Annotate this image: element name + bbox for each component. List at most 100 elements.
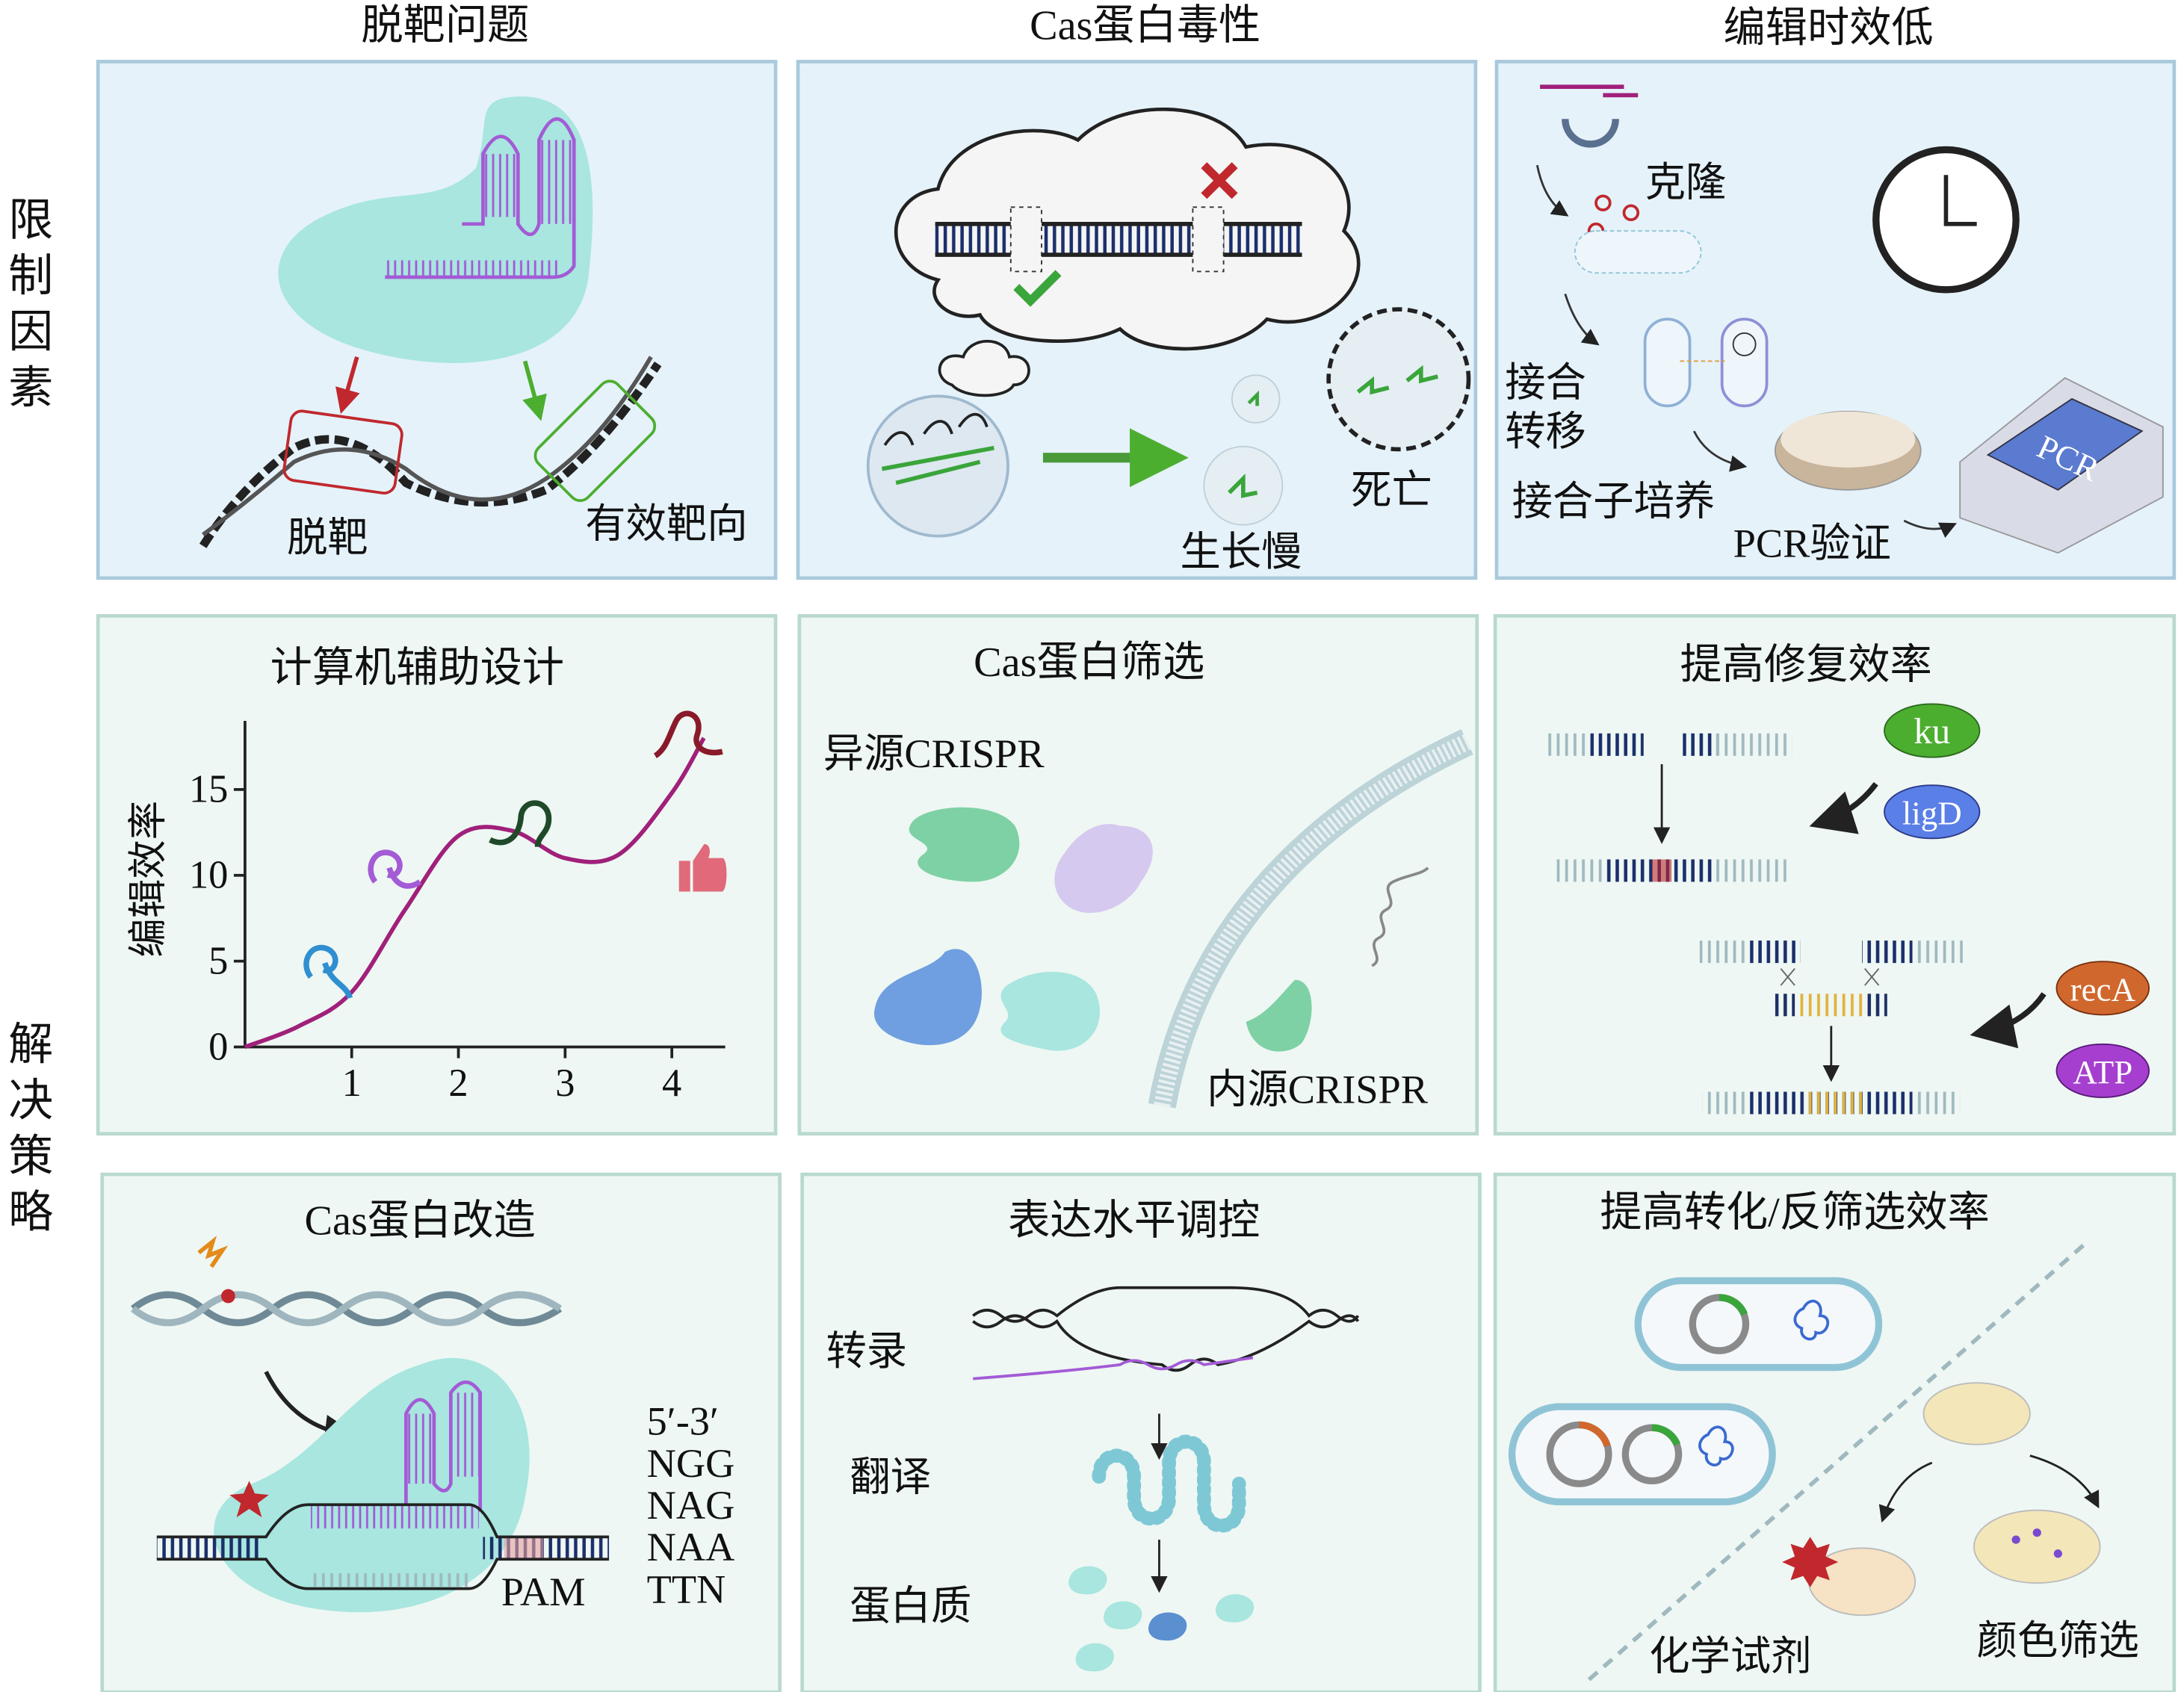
red-arrow-icon [335, 356, 360, 415]
pam-sequence: NAA [647, 1525, 735, 1569]
plasmid-icon [1562, 119, 1619, 148]
pam-sequence: NGG [647, 1441, 735, 1486]
off-target-box [282, 409, 403, 495]
death-label: 死亡 [1351, 468, 1432, 513]
atp-icon [2055, 1043, 2150, 1098]
row-label-limits: 限 制 因 素 [8, 194, 53, 415]
pam-sequence: NAG [647, 1483, 735, 1528]
chemical-reagent-label: 化学试剂 [1649, 1634, 1811, 1679]
panel-title: Cas蛋白改造 [305, 1198, 536, 1245]
panel-expression-regulation: 表达水平调控 转录 翻译 蛋白质 [800, 1172, 1482, 1692]
panel-repair-efficiency: 提高修复效率 ku ligD recA ATP [1493, 614, 2177, 1136]
y-tick-label: 15 [189, 768, 228, 811]
cas-protein-icon [873, 949, 982, 1046]
panel-editing-time: 编辑时效低 克隆 接合 转移 接合子培养 PCR验证 PCR [1494, 5, 2177, 580]
homologous-dna-icon [1699, 940, 1963, 1115]
protein-label: 蛋白质 [850, 1584, 971, 1629]
genome-icon [1793, 1299, 1829, 1341]
on-target-label: 有效靶向 [585, 502, 747, 547]
pam-sequence: 5′-3′ [647, 1399, 719, 1444]
y-tick-label: 5 [208, 940, 228, 983]
reca-label: recA [2070, 971, 2136, 1008]
pam-label: PAM [501, 1569, 586, 1614]
genome-coil-icon [1371, 867, 1429, 967]
thumbs-up-icon [678, 843, 727, 892]
color-screen-label: 颜色筛选 [1977, 1619, 2139, 1664]
target-dna-icon [156, 1503, 610, 1590]
x-tick-label: 1 [342, 1062, 362, 1105]
x-tick-label: 3 [555, 1062, 575, 1105]
transcription-bubble-icon [972, 1286, 1360, 1380]
repaired-dna-icon [1556, 859, 1787, 882]
conjugation-label: 接合 [1505, 360, 1586, 405]
culture-plate-icon [1922, 1382, 2031, 1445]
panel-transformation-efficiency: 提高转化/反筛选效率 化学试剂 颜色筛选 [1493, 1172, 2177, 1692]
mutation-icon [197, 1236, 229, 1268]
cross-icon [1201, 162, 1238, 199]
panel-title: Cas蛋白筛选 [974, 639, 1204, 686]
row-label-char: 决 [8, 1074, 53, 1127]
panel-cas-engineering: Cas蛋白改造 PAM 5′-3′ NGG NAG NAA TTN [100, 1172, 782, 1692]
panel-title: 编辑时效低 [1724, 5, 1934, 52]
row-label-char: 策 [8, 1130, 53, 1183]
row-label-char: 素 [8, 362, 53, 415]
row-label-char: 因 [8, 306, 53, 359]
row-label-char: 限 [8, 194, 53, 247]
endogenous-crispr-label: 内源CRISPR [1207, 1067, 1429, 1112]
rna-structure-icon [368, 849, 422, 889]
y-tick-label: 0 [208, 1025, 228, 1068]
cell-icon [866, 394, 1009, 538]
bacterium-icon [1574, 230, 1702, 274]
panel-cas-toxicity: Cas蛋白毒性 生长慢 死亡 [796, 2, 1478, 580]
color-screen-plate-icon [1973, 1509, 2101, 1584]
on-target-box [533, 379, 657, 502]
panel-title: 脱靶问题 [361, 2, 529, 49]
transcription-label: 转录 [826, 1329, 907, 1374]
ku-label: ku [1914, 711, 1950, 752]
row-label-solutions: 解 决 策 略 [8, 1018, 53, 1239]
star-icon [229, 1481, 269, 1518]
guide-rna-icon [310, 1380, 483, 1529]
divider-line [1587, 1241, 2088, 1682]
pcr-machine-icon: PCR [1959, 376, 2164, 554]
endogenous-cas-icon [1246, 979, 1312, 1052]
ku-protein-icon [1884, 703, 1981, 758]
genome-icon [1698, 1425, 1734, 1467]
protein-icons [1068, 1566, 1255, 1672]
y-tick-label: 10 [189, 854, 228, 897]
off-target-label: 脱靶 [287, 515, 368, 560]
bacterium-icon [1508, 1403, 1776, 1506]
row-label-char: 略 [8, 1186, 53, 1239]
dna-fragment-icon [1540, 84, 1639, 98]
culture-label: 接合子培养 [1512, 480, 1716, 524]
panel-title: 计算机辅助设计 [270, 645, 564, 691]
rna-structure-icon [653, 710, 723, 758]
dna-helix-strand [202, 356, 653, 537]
panel-off-target: 脱靶问题 脱靶 有效靶向 [96, 2, 778, 580]
broken-dna-icon [1545, 733, 1792, 756]
panel-title: 提高转化/反筛选效率 [1600, 1189, 1989, 1236]
dead-cell-icon [1326, 307, 1471, 452]
dna-helix-icon [199, 362, 662, 548]
x-tick-label: 4 [662, 1062, 681, 1105]
panel-title: Cas蛋白毒性 [1030, 2, 1260, 49]
check-icon [1013, 270, 1062, 307]
slow-growth-label: 生长慢 [1181, 530, 1302, 574]
plasmid-icon [1689, 1294, 1750, 1354]
pcr-verify-label: PCR验证 [1733, 521, 1891, 566]
recipient-cell-icon [1720, 317, 1769, 408]
guide-rna-icon [385, 117, 576, 279]
translation-label: 翻译 [850, 1454, 931, 1499]
row-label-char: 解 [8, 1018, 53, 1070]
ligd-protein-icon [1884, 784, 1981, 840]
panel-cas-screening: Cas蛋白筛选 异源CRISPR 内源CRISPR [797, 614, 1479, 1136]
bacterium-icon [1634, 1277, 1883, 1372]
cas-protein-icon [909, 807, 1020, 882]
cas-protein-icon [1054, 824, 1153, 914]
panel-background [797, 614, 1479, 1136]
rna-structure-icon [489, 800, 552, 848]
